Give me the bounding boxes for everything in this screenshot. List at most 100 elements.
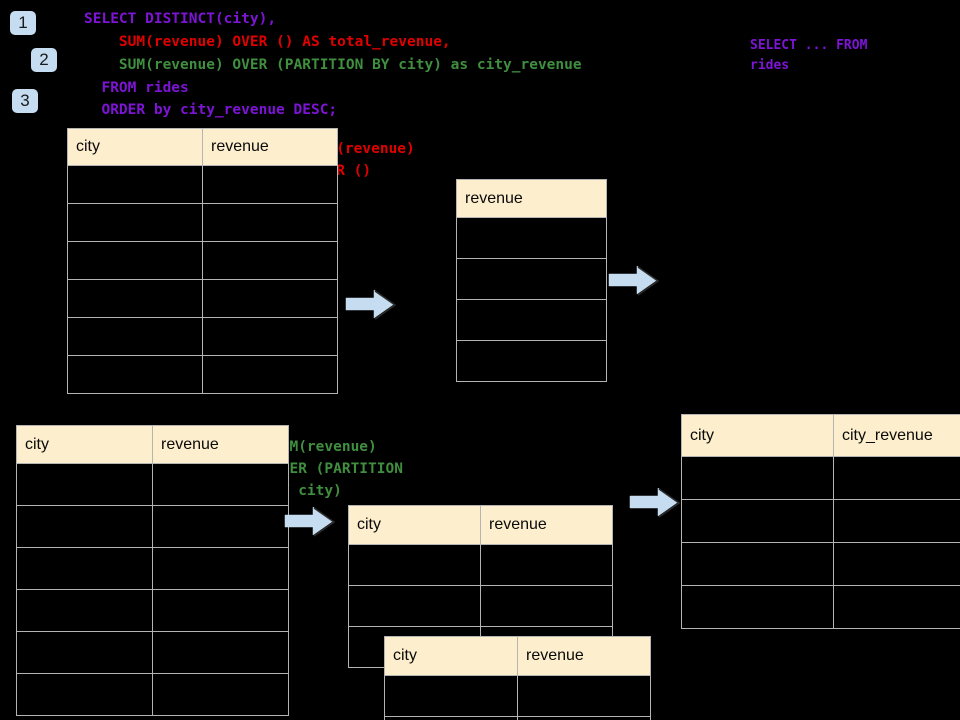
cell — [202, 355, 338, 394]
table-header-row: city city_revenue — [681, 414, 960, 457]
cell — [16, 463, 153, 506]
arrow-source-to-partition — [283, 505, 336, 537]
result-table: city city_revenue — [681, 414, 960, 629]
table-row — [348, 544, 613, 586]
column-header-revenue: revenue — [202, 128, 338, 166]
cell — [384, 716, 518, 720]
table-row — [67, 203, 338, 242]
source-table-bottom: city revenue — [16, 425, 289, 716]
table-row — [16, 631, 289, 674]
table-row — [67, 279, 338, 318]
cell — [16, 589, 153, 632]
table-row — [67, 165, 338, 204]
column-header-city: city — [348, 505, 481, 545]
column-header-city: city — [16, 425, 153, 464]
query-line-sum-over-partition: SUM(revenue) OVER (PARTITION BY city) as… — [84, 57, 582, 73]
cell — [202, 165, 338, 204]
table-row — [384, 716, 651, 720]
cell — [480, 544, 613, 586]
table-row — [384, 675, 651, 717]
table-row — [681, 585, 960, 629]
table-row — [456, 299, 607, 341]
column-header-city-revenue: city_revenue — [833, 414, 960, 457]
cell — [456, 299, 607, 341]
column-header-city: city — [384, 636, 518, 676]
table-row — [67, 355, 338, 394]
table-row — [16, 547, 289, 590]
table-row — [681, 456, 960, 500]
cell — [202, 203, 338, 242]
cell — [681, 499, 834, 543]
query-line-sum-over-empty: SUM(revenue) OVER () AS total_revenue, — [84, 34, 451, 50]
cell — [16, 631, 153, 674]
cell — [517, 675, 651, 717]
table-header-row: revenue — [456, 179, 607, 218]
cell — [833, 585, 960, 629]
table-row — [456, 217, 607, 259]
arrow-partition-to-result — [628, 486, 681, 518]
table-row — [16, 673, 289, 716]
query-line-from: FROM rides — [84, 80, 189, 96]
table-row — [16, 463, 289, 506]
query-line-order-by: ORDER by city_revenue DESC; — [84, 102, 338, 118]
table-row — [681, 542, 960, 586]
cell — [480, 585, 613, 627]
cell — [517, 716, 651, 720]
arrow-source-to-total — [344, 288, 397, 320]
table-row — [67, 317, 338, 356]
table-row — [348, 585, 613, 627]
cell — [152, 547, 289, 590]
column-header-revenue: revenue — [456, 179, 607, 218]
cell — [67, 317, 203, 356]
table-row — [16, 589, 289, 632]
column-header-city: city — [681, 414, 834, 457]
table-row — [456, 340, 607, 382]
annotation-sum-over-partition: SUM(revenue) OVER (PARTITION BY city) — [272, 439, 403, 499]
cell — [152, 631, 289, 674]
table-row — [67, 241, 338, 280]
cell — [202, 279, 338, 318]
cell — [384, 675, 518, 717]
partition-table-front: city revenue — [384, 636, 651, 720]
cell — [833, 542, 960, 586]
column-header-revenue: revenue — [517, 636, 651, 676]
cell — [152, 505, 289, 548]
cell — [67, 165, 203, 204]
column-header-city: city — [67, 128, 203, 166]
cell — [16, 673, 153, 716]
step-badge-3: 3 — [12, 89, 38, 113]
cell — [348, 585, 481, 627]
cell — [202, 317, 338, 356]
table-header-row: city revenue — [384, 636, 651, 676]
cell — [152, 589, 289, 632]
cell — [681, 542, 834, 586]
table-header-row: city revenue — [67, 128, 338, 166]
cell — [152, 673, 289, 716]
query-line-select: SELECT DISTINCT(city), — [84, 11, 277, 27]
cell — [681, 585, 834, 629]
table-header-row: city revenue — [16, 425, 289, 464]
cell — [67, 241, 203, 280]
cell — [202, 241, 338, 280]
table-row — [16, 505, 289, 548]
partition-table-back: city revenue — [348, 505, 613, 668]
arrow-total-to-result — [607, 264, 660, 296]
column-header-revenue: revenue — [152, 425, 289, 464]
cell — [456, 217, 607, 259]
cell — [152, 463, 289, 506]
step-badge-1: 1 — [10, 11, 36, 35]
cell — [16, 505, 153, 548]
table-row — [456, 258, 607, 300]
table-row — [681, 499, 960, 543]
step-badge-2: 2 — [31, 48, 57, 72]
table-header-row: city revenue — [348, 505, 613, 545]
cell — [67, 279, 203, 318]
cell — [67, 355, 203, 394]
column-header-revenue: revenue — [480, 505, 613, 545]
source-table-top: city revenue — [67, 128, 338, 394]
cell — [456, 258, 607, 300]
cell — [16, 547, 153, 590]
cell — [67, 203, 203, 242]
total-revenue-table: revenue — [456, 179, 607, 382]
